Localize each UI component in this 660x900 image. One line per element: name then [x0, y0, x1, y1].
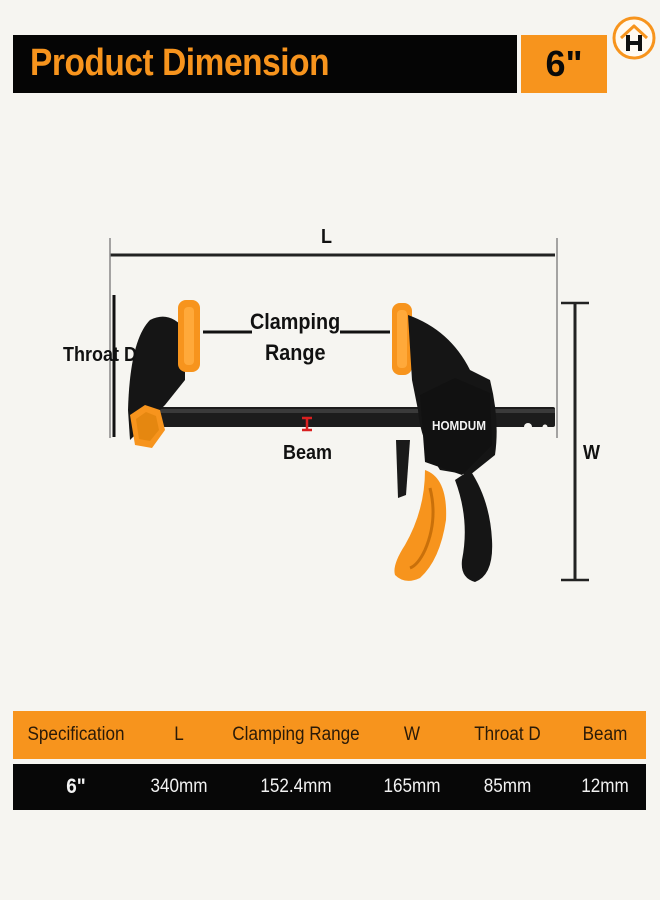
width-dimension-line — [561, 301, 589, 582]
row-cell-size: 6" — [66, 775, 86, 798]
row-cell-width: 165mm — [383, 776, 441, 797]
spec-table: Specification L Clamping Range W Throat … — [13, 711, 646, 810]
header-bar: Product Dimension — [13, 35, 517, 93]
length-dimension-line — [109, 238, 558, 438]
row-cell-throat-depth: 85mm — [483, 776, 532, 797]
width-label: W — [583, 442, 601, 464]
beam-marker-icon — [302, 416, 312, 432]
beam-label: Beam — [283, 442, 333, 464]
fixed-jaw — [128, 300, 200, 448]
brand-logo-icon — [612, 16, 656, 60]
row-cell-clamping-range: 152.4mm — [260, 776, 332, 797]
row-cell-length: 340mm — [150, 776, 208, 797]
row-cell-beam: 12mm — [581, 776, 629, 797]
product-brand-label: HOMDUM — [432, 418, 486, 433]
throat-depth-label: Throat D — [63, 344, 137, 366]
trigger-body — [392, 303, 497, 582]
header-cell-clamping-range: Clamping Range — [232, 724, 360, 745]
table-row: 6" 340mm 152.4mm 165mm 85mm 12mm — [13, 764, 646, 810]
header-cell-length: L — [174, 724, 184, 745]
length-label: L — [321, 226, 332, 248]
product-diagram — [109, 238, 589, 582]
header-cell-width: W — [403, 724, 421, 745]
spec-table-header: Specification L Clamping Range W Throat … — [13, 711, 646, 759]
clamping-range-label-line2: Range — [265, 340, 326, 365]
clamping-range-label-line1: Clamping — [250, 309, 341, 334]
size-badge: 6" — [521, 35, 607, 93]
page-title: Product Dimension — [30, 42, 330, 84]
header-cell-specification: Specification — [27, 724, 125, 745]
header-cell-beam: Beam — [582, 724, 628, 745]
header-cell-throat-depth: Throat D — [474, 724, 541, 745]
